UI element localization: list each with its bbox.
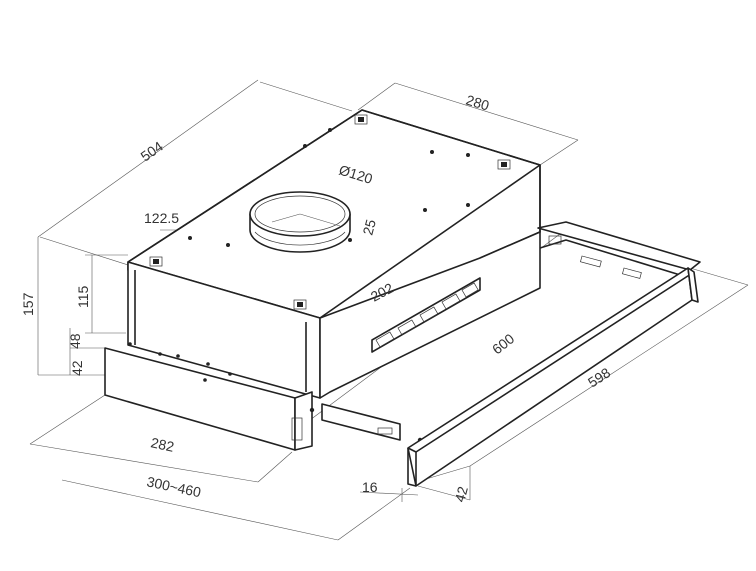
dim-122-5: 122.5 (144, 210, 179, 226)
dim-282: 282 (149, 434, 175, 455)
dim-157: 157 (20, 292, 36, 316)
front-panel (407, 267, 699, 487)
dim-48: 48 (67, 333, 83, 349)
dim-42-panel: 42 (451, 484, 471, 503)
vent-slots (371, 277, 481, 353)
duct-collar (249, 191, 351, 253)
dim-16: 16 (362, 479, 378, 495)
dim-504: 504 (138, 138, 166, 165)
dim-115: 115 (75, 285, 91, 308)
front-bottom-body (104, 342, 313, 451)
motor-housing (127, 109, 541, 399)
dim-42-left: 42 (69, 360, 85, 376)
dim-300-460: 300~460 (145, 473, 202, 500)
dim-600: 600 (489, 330, 517, 357)
dim-280: 280 (464, 92, 491, 114)
extension-rails (309, 221, 701, 443)
dim-25: 25 (359, 217, 379, 236)
